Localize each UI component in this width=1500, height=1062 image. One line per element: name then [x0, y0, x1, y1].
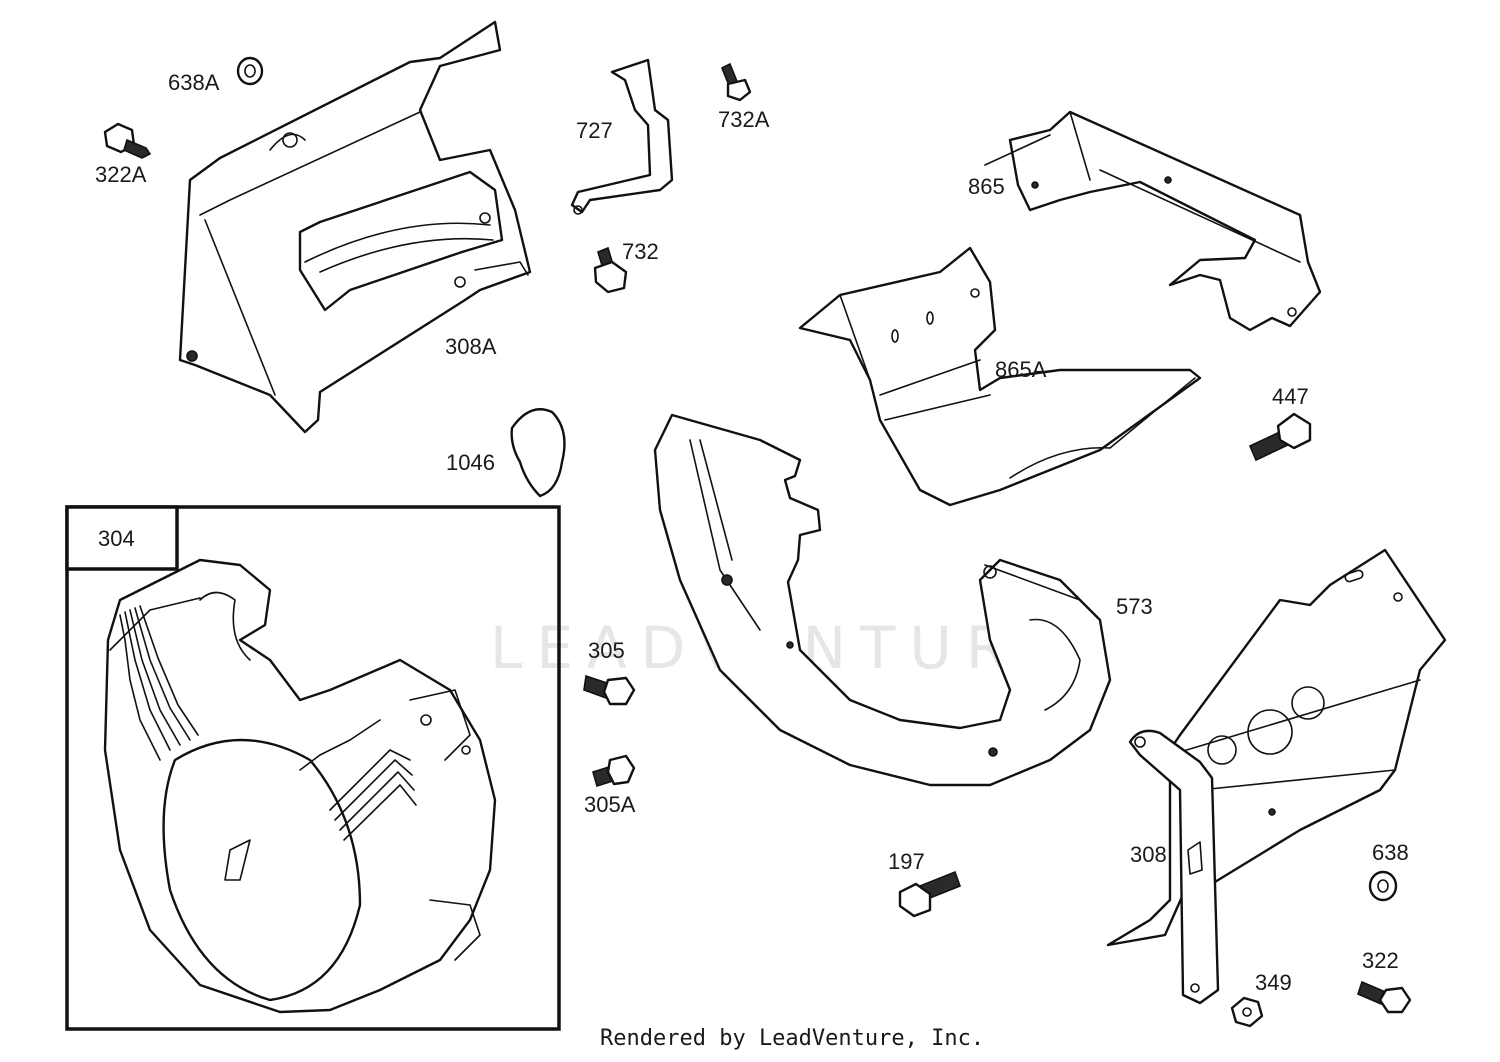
callout-322A: 322A — [95, 162, 147, 187]
part-308A-shroud[interactable] — [178, 20, 532, 434]
part-305A-screw[interactable] — [592, 754, 636, 788]
inset-label-box — [65, 505, 179, 571]
callout-304: 304 — [98, 526, 135, 551]
part-197-bolt[interactable] — [898, 870, 962, 918]
callout-573: 573 — [1116, 594, 1153, 619]
part-865-frame[interactable] — [984, 110, 1322, 332]
part-322-bolt[interactable] — [1357, 980, 1412, 1014]
callout-447: 447 — [1272, 384, 1309, 409]
part-638A-washer[interactable] — [236, 56, 264, 86]
blower-housing-304 — [103, 558, 497, 1014]
footer-credit: Rendered by LeadVenture, Inc. — [600, 1026, 984, 1051]
part-304-inset[interactable] — [65, 505, 561, 1031]
callout-638A: 638A — [168, 70, 220, 95]
part-727-bracket[interactable] — [570, 58, 674, 215]
callout-322: 322 — [1362, 948, 1399, 973]
part-573-baffle[interactable] — [653, 413, 1112, 787]
callout-349: 349 — [1255, 970, 1292, 995]
callout-732A: 732A — [718, 107, 770, 132]
part-322A-bolt[interactable] — [103, 122, 152, 159]
callout-727: 727 — [576, 118, 613, 143]
callout-308: 308 — [1130, 842, 1167, 867]
callout-865A: 865A — [995, 357, 1047, 382]
part-865A-shield[interactable] — [798, 246, 1202, 507]
callout-305: 305 — [588, 638, 625, 663]
callout-308A: 308A — [445, 334, 497, 359]
callout-197: 197 — [888, 849, 925, 874]
part-638-washer[interactable] — [1368, 870, 1398, 902]
part-732-screw[interactable] — [593, 246, 628, 294]
part-1046-clip[interactable] — [510, 408, 566, 498]
callout-1046: 1046 — [446, 450, 495, 475]
part-732A-screw[interactable] — [720, 62, 752, 102]
callout-732: 732 — [622, 239, 659, 264]
callout-638: 638 — [1372, 840, 1409, 865]
callout-865: 865 — [968, 174, 1005, 199]
part-305-screw[interactable] — [583, 674, 636, 706]
inset-frame — [65, 505, 561, 1031]
part-308-shroud[interactable] — [1106, 548, 1447, 1005]
callout-305A: 305A — [584, 792, 636, 817]
part-447-bolt[interactable] — [1248, 412, 1312, 462]
part-349-nut[interactable] — [1230, 996, 1264, 1028]
